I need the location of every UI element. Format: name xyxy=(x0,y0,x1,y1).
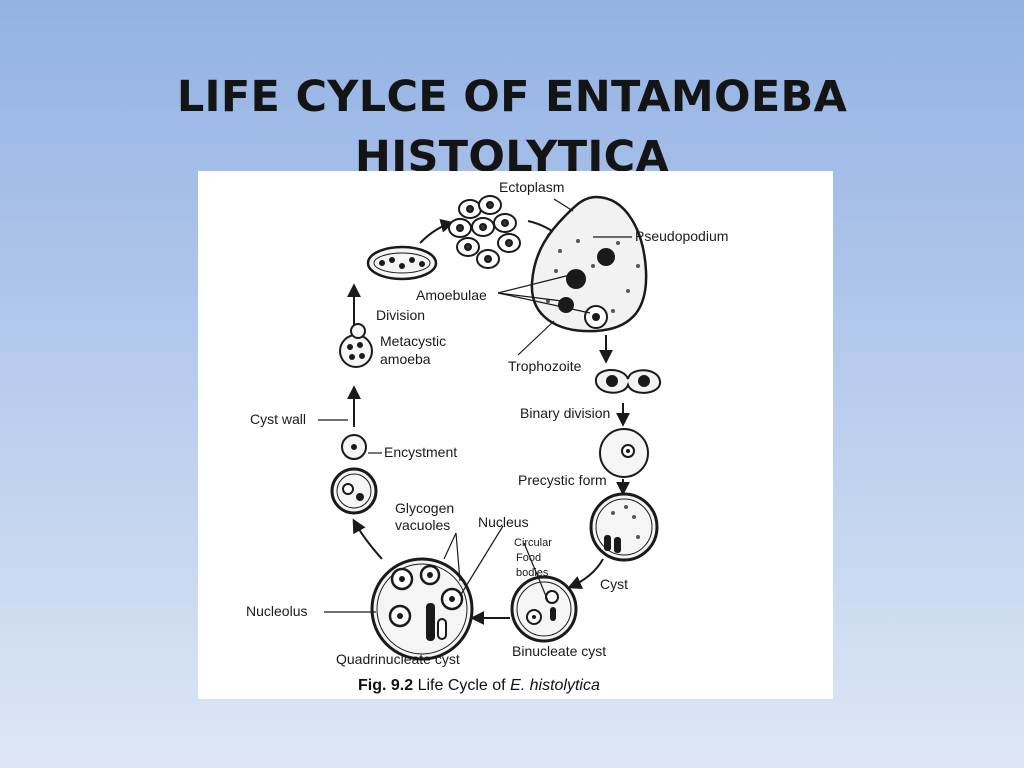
label-pseudopodium: Pseudopodium xyxy=(635,228,728,244)
arrow-quad-to-encystment xyxy=(352,518,383,560)
figure-caption: Fig. 9.2 Life Cycle of E. histolytica xyxy=(358,677,600,694)
label-division: Division xyxy=(376,307,425,323)
amoebulae-cluster-icon xyxy=(448,195,521,269)
label-ectoplasm: Ectoplasm xyxy=(499,179,564,195)
label-amoebulae: Amoebulae xyxy=(416,287,487,303)
label-precystic-form: Precystic form xyxy=(518,472,607,488)
binucleate-cyst-icon xyxy=(510,575,578,643)
encystment-icon xyxy=(330,434,378,515)
figure-caption-number: Fig. 9.2 xyxy=(358,677,413,694)
precystic-form-icon xyxy=(599,428,649,478)
slide-title-line-1: LIFE CYLCE OF ENTAMOEBA xyxy=(176,71,848,122)
figure-caption-text: Life Cycle of xyxy=(413,677,510,694)
life-cycle-figure: Ectoplasm Pseudopodium Amoebulae Divisio… xyxy=(198,171,833,699)
metacystic-amoeba-icon xyxy=(339,323,373,368)
label-cyst-wall: Cyst wall xyxy=(250,411,306,427)
label-encystment: Encystment xyxy=(384,444,457,460)
figure-caption-species: E. histolytica xyxy=(510,677,600,694)
binary-division-icon xyxy=(595,369,661,394)
label-nucleus: Nucleus xyxy=(478,514,529,530)
label-glycogen-1: Glycogen xyxy=(395,500,454,516)
label-binary-division: Binary division xyxy=(520,405,610,421)
label-nucleolus: Nucleolus xyxy=(246,603,307,619)
label-circular-2: Food xyxy=(516,552,541,564)
life-cycle-diagram: Ectoplasm Pseudopodium Amoebulae Divisio… xyxy=(246,179,728,694)
division-icon xyxy=(366,245,438,281)
label-metacystic-2: amoeba xyxy=(380,351,431,367)
quadrinucleate-cyst-icon xyxy=(370,557,474,661)
label-quadrinucleate-cyst: Quadrinucleate cyst xyxy=(336,651,460,667)
label-circular-1: Circular xyxy=(514,537,552,549)
arrow-division-to-amoebulae xyxy=(419,218,455,244)
label-circular-3: bodies xyxy=(516,567,549,579)
label-glycogen-2: vacuoles xyxy=(395,517,450,533)
trophozoite-icon xyxy=(530,195,648,333)
label-cyst: Cyst xyxy=(600,576,628,592)
slide-title: LIFE CYLCE OF ENTAMOEBA HISTOLYTICA xyxy=(0,67,1024,187)
label-binucleate-cyst: Binucleate cyst xyxy=(512,643,606,659)
cyst-icon xyxy=(589,492,659,562)
label-trophozoite: Trophozoite xyxy=(508,358,582,374)
label-metacystic-1: Metacystic xyxy=(380,333,446,349)
arrow-cyst-to-binucleate xyxy=(567,558,604,589)
